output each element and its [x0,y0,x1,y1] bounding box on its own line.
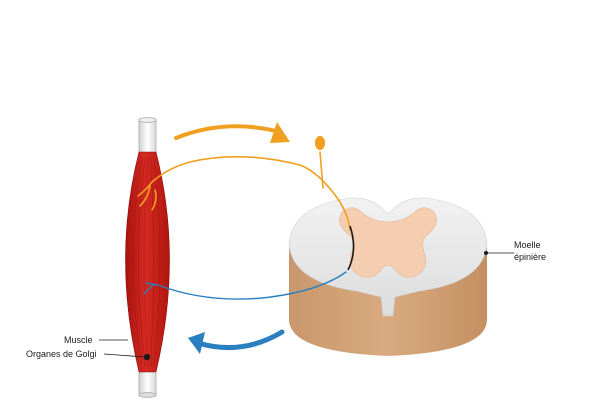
afferent-neuron [137,151,351,231]
spinal-cord [288,197,488,356]
golgi-callout: Organes de Golgi [26,349,146,359]
muscle [125,117,170,398]
muscle-label: Muscle [64,335,93,345]
upper-tendon-cap [138,117,157,123]
lower-tendon-cap [138,392,157,398]
upper-tendon [138,118,157,158]
spinal-cord-callout: Moelle épinière [484,240,546,262]
efferent-arrow [188,329,285,354]
grey-matter [339,207,437,278]
afferent-cell-body [315,136,325,150]
afferent-arrow [174,122,290,143]
muscle-callout: Muscle [64,335,128,345]
efferent-neuron [143,271,347,300]
golgi-organ-dot [143,353,151,361]
spinal-cord-label-line2: épinière [514,252,546,262]
synapse-connector [347,225,355,271]
muscle-belly [125,151,170,373]
golgi-label: Organes de Golgi [26,349,97,359]
spinal-cord-label-line1: Moelle [514,240,541,250]
